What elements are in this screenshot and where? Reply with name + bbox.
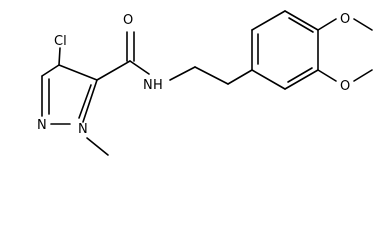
bond-ar5-ar6 — [284, 69, 319, 90]
atom-label-amide-nitrogen: N — [143, 78, 153, 93]
bond-nh-ch2 — [169, 66, 196, 81]
atom-label-carbonyl-oxygen: O — [123, 13, 133, 28]
bond-ar-inner-c — [287, 67, 313, 83]
bond-ar-inner-b — [288, 17, 314, 33]
bond-ar2-ar3 — [251, 10, 286, 31]
atom-label-pyrazole-n2: N — [37, 118, 47, 133]
bond-ar3-ar4 — [284, 10, 319, 31]
bond-o-top-methyl — [353, 18, 373, 31]
atom-label-pyrazole-n1: N — [78, 122, 88, 137]
bond-c3-c4 — [41, 64, 60, 77]
atom-label-methoxy-oxygen-bottom: O — [340, 79, 350, 94]
bond-c5-n1 — [82, 79, 98, 123]
bond-c5-n1-inner — [78, 84, 92, 119]
bond-ar4-o-top — [317, 18, 337, 31]
bond-o-bottom-methyl — [353, 69, 373, 82]
atom-label-methoxy-oxygen-top: O — [340, 12, 350, 27]
atom-label-amide-hydrogen: H — [153, 78, 163, 93]
bond-c5-carbonyl — [96, 60, 131, 81]
chemical-structure-diagram: Cl O N H N N O O — [37, 10, 373, 156]
bond-ar5-o-bottom — [317, 69, 337, 82]
bond-c4-cl — [58, 47, 61, 66]
bond-carbonyl-nh — [129, 60, 150, 75]
atom-label-chlorine: Cl — [54, 34, 67, 49]
bond-n1-methyl — [86, 137, 109, 156]
bond-ar6-ar1 — [251, 69, 286, 90]
bond-c4-c5 — [58, 64, 98, 81]
bond-ch2-ch2 — [194, 66, 229, 85]
bond-ch2-aryl — [227, 69, 253, 85]
